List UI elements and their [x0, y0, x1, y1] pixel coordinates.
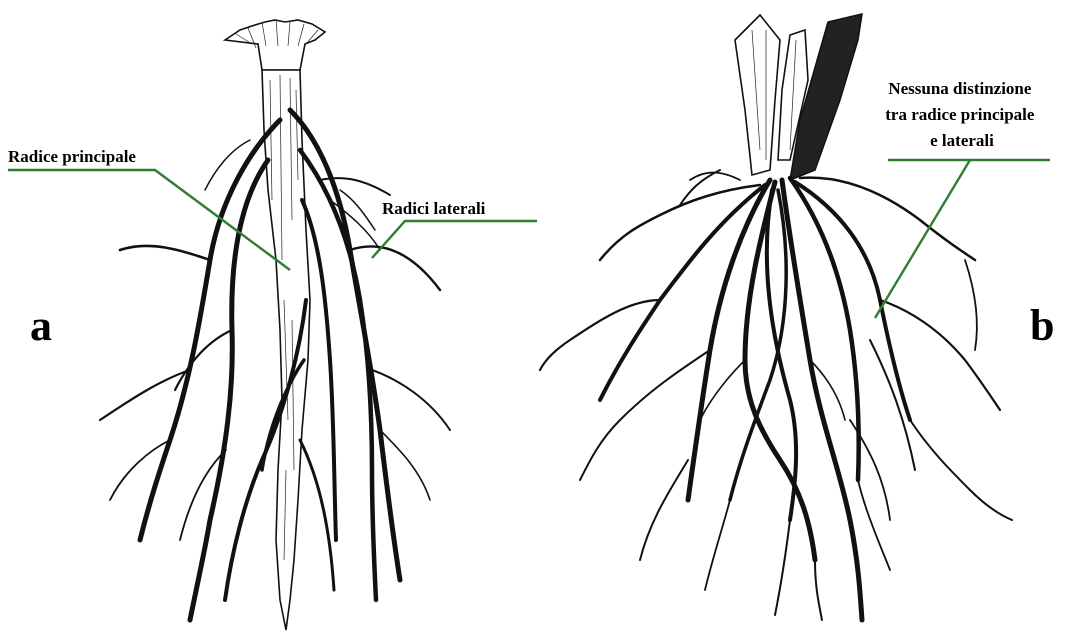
- panel-letter-b: b: [1030, 301, 1054, 350]
- label-line-1: Nessuna distinzione: [888, 79, 1032, 98]
- label-line-2: tra radice principale: [885, 105, 1035, 124]
- leader-line-radice-principale: [8, 170, 290, 270]
- panel-a: Radice principale Radici laterali a: [8, 20, 537, 630]
- leader-line-nessuna-distinzione: [875, 160, 1050, 318]
- callout-radici-laterali: Radici laterali: [372, 199, 537, 258]
- label-radice-principale: Radice principale: [8, 147, 136, 166]
- callout-nessuna-distinzione: Nessuna distinzione tra radice principal…: [875, 79, 1050, 318]
- panel-b-stems: [735, 14, 862, 180]
- label-nessuna-distinzione: Nessuna distinzione tra radice principal…: [885, 79, 1038, 150]
- panel-b: Nessuna distinzione tra radice principal…: [540, 14, 1054, 620]
- label-line-3: e laterali: [930, 131, 994, 150]
- panel-b-fibrous-roots: [540, 170, 1012, 620]
- label-radici-laterali: Radici laterali: [382, 199, 486, 218]
- panel-letter-a: a: [30, 301, 52, 350]
- panel-a-stem-top: [225, 20, 325, 70]
